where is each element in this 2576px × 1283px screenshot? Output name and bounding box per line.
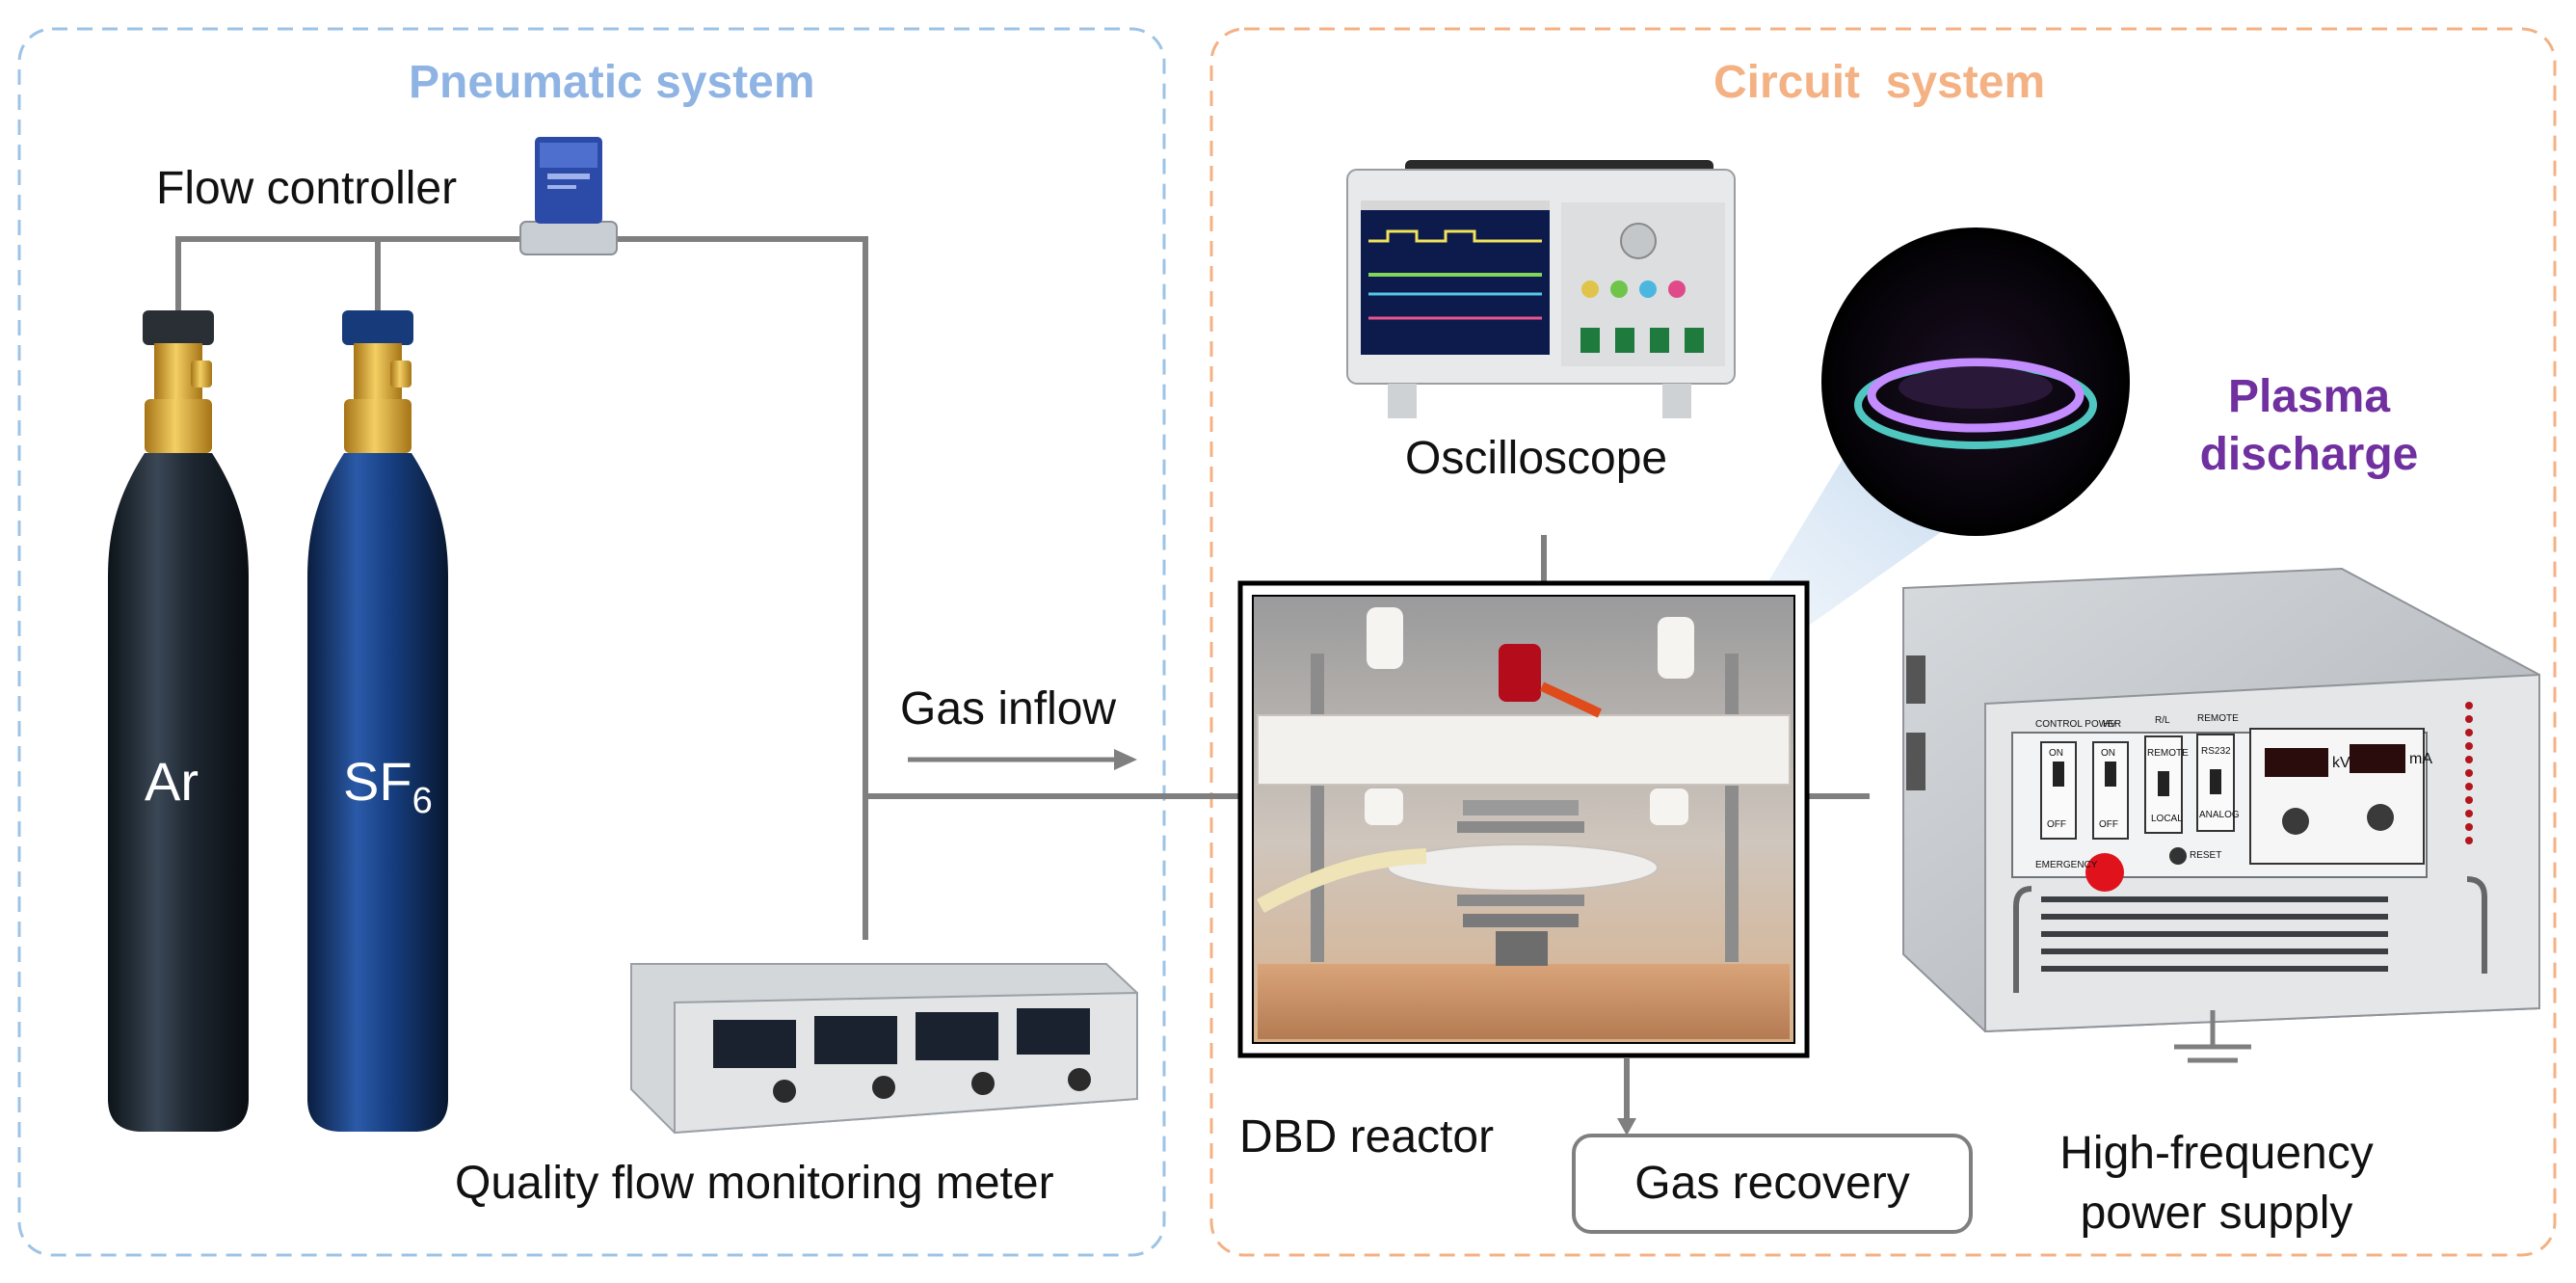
gas-recovery-label: Gas recovery [1634,1158,1910,1209]
flow-meter-label: Quality flow monitoring meter [455,1158,1054,1209]
panel-label-remote: REMOTE [2197,713,2239,724]
plasma-discharge-label: Plasma discharge [2184,368,2434,484]
power-supply-device [1902,567,2540,1033]
panel-label-remote-btn: REMOTE [2147,748,2189,759]
panel-label-hv: HV [2103,719,2116,730]
power-label-line2: power supply [2080,1188,2353,1239]
panel-label-on-2: ON [2101,748,2115,759]
sf6-cylinder-label: SF6 [343,750,433,821]
panel-label-rl: R/L [2155,715,2170,726]
ar-cylinder-label: Ar [145,751,199,812]
power-supply-panel-labels: CONTROL POWER HV R/L REMOTE ON OFF ON OF… [2035,713,2432,870]
panel-label-ma: mA [2409,751,2432,767]
power-label-line1: High-frequency [2059,1128,2374,1179]
pneumatic-panel-frame [17,27,1166,1257]
circuit-panel-frame [1209,27,2557,1257]
gas-pipes [175,236,1870,1126]
dbd-reactor-image [1237,580,1810,1058]
panel-label-analog: ANALOG [2199,810,2240,820]
panel-label-off-2: OFF [2099,819,2118,830]
flow-meter-device [630,963,1138,1135]
ar-cylinder [108,310,249,1132]
sf6-label-base: SF [343,751,412,812]
panel-label-rs232: RS232 [2201,746,2231,757]
gas-inflow-label: Gas inflow [900,683,1117,735]
gas-inflow-arrow [908,749,1137,770]
power-supply-label: High-frequency power supply [2005,1124,2429,1243]
panel-label-local: LOCAL [2151,814,2183,824]
oscilloscope-label: Oscilloscope [1405,433,1668,484]
gas-recovery-box [1572,1134,1973,1234]
ground-icon [2174,1010,2251,1063]
plasma-label-line2: discharge [2199,429,2419,480]
gas-recovery-arrowhead [1617,1118,1636,1136]
pneumatic-system-title: Pneumatic system [409,57,815,108]
plasma-label-line1: Plasma [2227,371,2391,422]
sf6-label-subscript: 6 [412,781,433,822]
plasma-discharge-image [1821,227,2130,536]
panel-label-off: OFF [2047,819,2066,830]
sf6-cylinder [307,310,448,1132]
panel-label-emergency: EMERGENCY [2035,860,2098,870]
dbd-reactor-label: DBD reactor [1239,1111,1495,1163]
panel-label-control-power: CONTROL POWER [2035,719,2121,730]
panel-label-on: ON [2049,748,2063,759]
panel-label-kv: kV [2332,755,2350,771]
panel-label-reset: RESET [2190,850,2221,861]
circuit-system-title: Circuit system [1713,57,2046,108]
flow-controller-label: Flow controller [156,163,458,214]
oscilloscope-device [1346,160,1736,418]
flow-controller-device [519,137,618,255]
